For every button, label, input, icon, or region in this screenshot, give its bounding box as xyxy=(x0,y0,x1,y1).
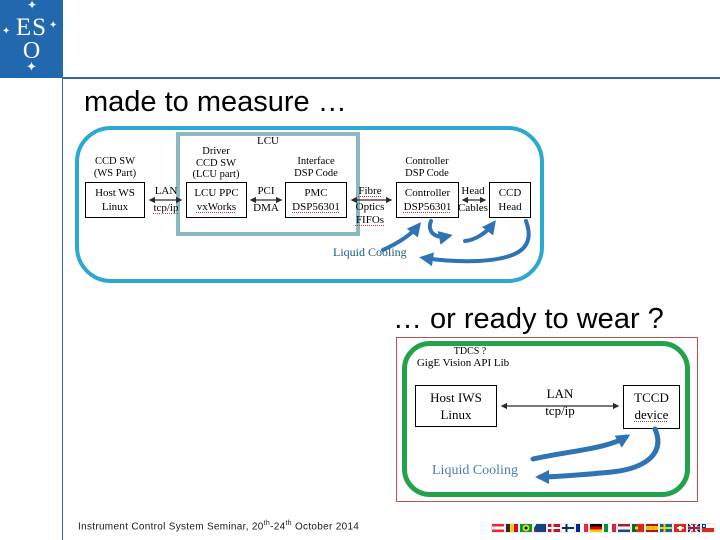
left-margin-rule xyxy=(62,78,63,540)
flags-row xyxy=(491,523,715,533)
tdcs-label: TDCS ? xyxy=(453,346,487,357)
box-host-ws: Host WS Linux xyxy=(85,182,145,218)
logo-star-icon: ✦ xyxy=(26,60,37,75)
flag-netherlands-icon xyxy=(617,523,631,533)
box-host-iws: Host IWS Linux xyxy=(415,385,497,427)
liquid-cooling-label-1: Liquid Cooling xyxy=(333,245,407,259)
logo-star-icon: ✦ xyxy=(2,26,11,37)
lcu-frame xyxy=(176,132,360,236)
flag-austria-icon xyxy=(491,523,505,533)
flag-germany-icon xyxy=(589,523,603,533)
connector-label-dma: DMA xyxy=(253,202,279,214)
box-controller-dsp: Controller DSP56301 xyxy=(396,182,459,218)
diagram2-outer-frame xyxy=(396,337,698,502)
flag-italy-icon xyxy=(603,523,617,533)
flag-spain-icon xyxy=(645,523,659,533)
flag-finland-icon xyxy=(561,523,575,533)
flag-belgium-icon xyxy=(505,523,519,533)
flag-czech-republic-icon xyxy=(533,523,547,533)
footer-caption: Instrument Control System Seminar, 20th-… xyxy=(78,520,360,533)
connector2-label-tcpip: tcp/ip xyxy=(545,403,575,418)
flag-chile-icon xyxy=(701,523,715,533)
lcu-label: LCU xyxy=(257,135,279,147)
connector-label-pci: PCI xyxy=(257,185,275,197)
diagram2-green-frame xyxy=(402,341,690,497)
slide-title-top: made to measure … xyxy=(84,86,347,118)
eso-logo: ✦ ✦ ✦ ✦ ES O xyxy=(0,0,63,78)
connector-label-cables: Cables xyxy=(458,202,488,214)
connector-label-lan: LAN xyxy=(154,185,178,197)
slide-title-bottom: … or ready to wear ? xyxy=(393,303,664,335)
logo-text-es: ES xyxy=(15,14,48,41)
box-lcu-ppc: LCU PPC vxWorks xyxy=(186,182,247,218)
box-caption-interface: Interface DSP Code xyxy=(294,156,338,179)
connector-label-fibre: Fibre xyxy=(358,185,382,197)
gige-label: GigE Vision API Lib xyxy=(416,357,510,369)
flag-france-icon xyxy=(575,523,589,533)
connector2-label-lan: LAN xyxy=(546,386,574,401)
box-caption-driver: Driver CCD SW (LCU part) xyxy=(192,146,240,180)
connector-label-tcpip: tcp/ip xyxy=(153,202,179,214)
logo-star-icon: ✦ xyxy=(27,0,38,12)
box-ccd-head: CCD Head xyxy=(489,182,531,218)
box-caption-ccd-sw: CCD SW (WS Part) xyxy=(93,156,137,179)
logo-text-o: O xyxy=(22,38,41,64)
flag-switzerland-icon xyxy=(673,523,687,533)
logo-star-icon: ✦ xyxy=(49,20,58,31)
connector-label-fifos: FIFOs xyxy=(355,214,385,226)
box-caption-controller: Controller DSP Code xyxy=(405,156,449,179)
flag-portugal-icon xyxy=(631,523,645,533)
liquid-cooling-label-2: Liquid Cooling xyxy=(432,463,518,478)
box-tccd-device: TCCD device xyxy=(623,385,680,429)
flag-brazil-icon xyxy=(519,523,533,533)
flag-denmark-icon xyxy=(547,523,561,533)
box-pmc-dsp: PMC DSP56301 xyxy=(285,182,347,218)
diagram1-outer-frame xyxy=(75,126,544,283)
connector-label-head: Head xyxy=(461,185,485,197)
flag-united-kingdom-icon xyxy=(687,523,701,533)
header-rule xyxy=(63,77,720,79)
flag-sweden-icon xyxy=(659,523,673,533)
connector-label-optics: Optics xyxy=(355,201,385,213)
